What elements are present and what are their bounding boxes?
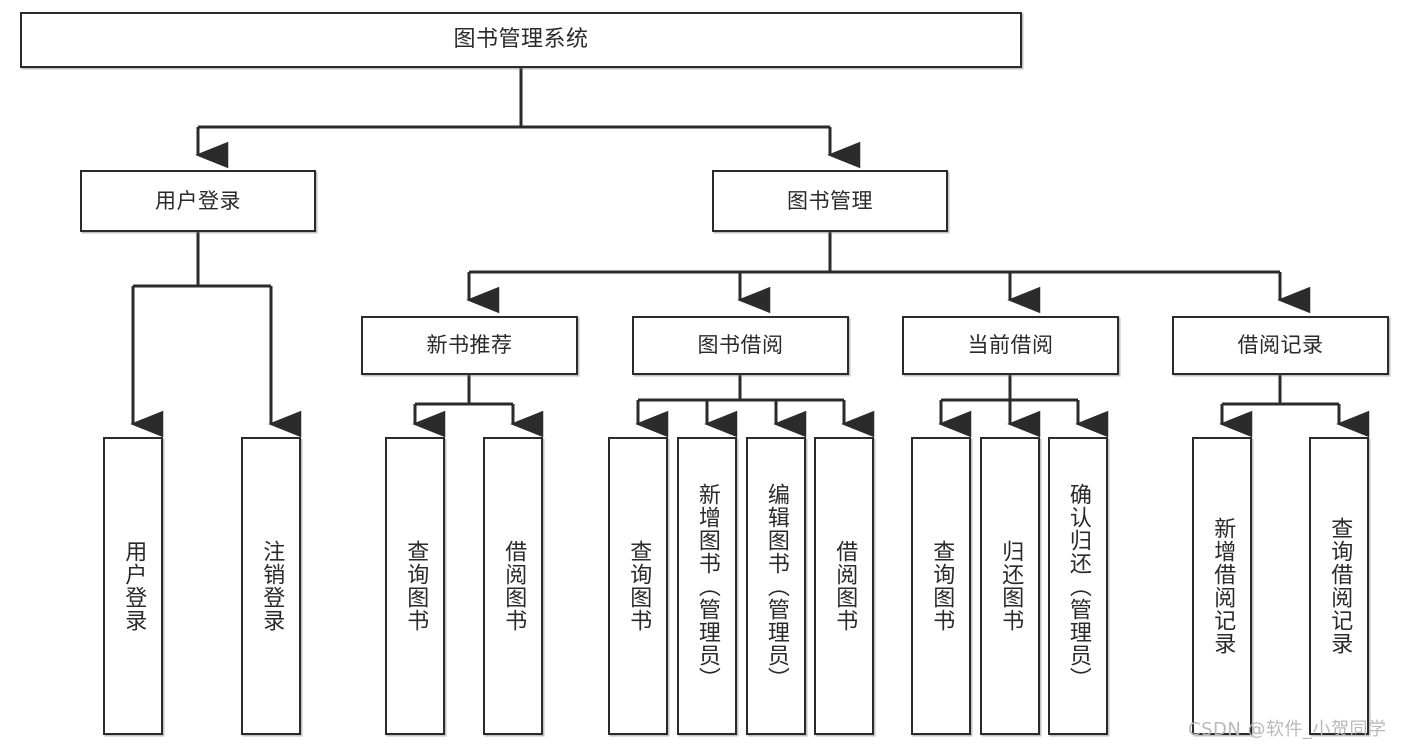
node-book-borrow[interactable]: 图书借阅 <box>632 316 849 375</box>
leaf-current-borrow-return-book[interactable]: 归还图书 <box>980 437 1040 735</box>
node-label: 图书借阅 <box>697 333 784 358</box>
node-label: 查询借阅记录 <box>1327 517 1353 655</box>
node-label: 图书管理系统 <box>453 27 589 53</box>
leaf-book-borrow-query-book[interactable]: 查询图书 <box>608 437 668 735</box>
leaf-borrow-record-query-record[interactable]: 查询借阅记录 <box>1309 437 1369 735</box>
node-label: 用户登录 <box>155 188 241 213</box>
leaf-borrow-record-add-record[interactable]: 新增借阅记录 <box>1192 437 1252 735</box>
leaf-book-borrow-edit-book-admin[interactable]: 编辑图书（管理员） <box>746 437 806 735</box>
leaf-new-book-borrow-book[interactable]: 借阅图书 <box>483 437 543 735</box>
leaf-current-borrow-query-book[interactable]: 查询图书 <box>911 437 971 735</box>
node-label: 新增借阅记录 <box>1210 517 1236 655</box>
node-label: 用户登录 <box>121 540 147 632</box>
leaf-current-borrow-confirm-return-admin[interactable]: 确认归还（管理员） <box>1048 437 1108 735</box>
node-label: 查询图书 <box>403 540 429 632</box>
node-label: 编辑图书（管理员） <box>763 482 789 690</box>
node-label: 新书推荐 <box>426 333 513 358</box>
node-current-borrow[interactable]: 当前借阅 <box>902 316 1119 375</box>
node-label: 确认归还（管理员） <box>1065 482 1091 690</box>
node-new-book-recommend[interactable]: 新书推荐 <box>361 316 578 375</box>
leaf-book-borrow-borrow-book[interactable]: 借阅图书 <box>814 437 874 735</box>
node-label: 图书管理 <box>787 188 873 213</box>
node-label: 注销登录 <box>259 540 285 632</box>
node-label: 借阅记录 <box>1237 333 1324 358</box>
leaf-user-login-logout[interactable]: 注销登录 <box>241 437 301 735</box>
node-label: 归还图书 <box>998 540 1024 632</box>
node-borrow-record[interactable]: 借阅记录 <box>1172 316 1389 375</box>
node-label: 查询图书 <box>626 540 652 632</box>
node-root-book-management-system[interactable]: 图书管理系统 <box>20 12 1022 68</box>
node-label: 当前借阅 <box>967 333 1054 358</box>
node-label: 借阅图书 <box>501 540 527 632</box>
leaf-new-book-query-book[interactable]: 查询图书 <box>385 437 445 735</box>
node-user-login[interactable]: 用户登录 <box>80 170 316 232</box>
leaf-user-login-login[interactable]: 用户登录 <box>103 437 163 735</box>
node-label: 查询图书 <box>929 540 955 632</box>
node-label: 借阅图书 <box>832 540 858 632</box>
node-book-management[interactable]: 图书管理 <box>712 170 948 232</box>
leaf-book-borrow-add-book-admin[interactable]: 新增图书（管理员） <box>677 437 737 735</box>
node-label: 新增图书（管理员） <box>694 482 720 690</box>
